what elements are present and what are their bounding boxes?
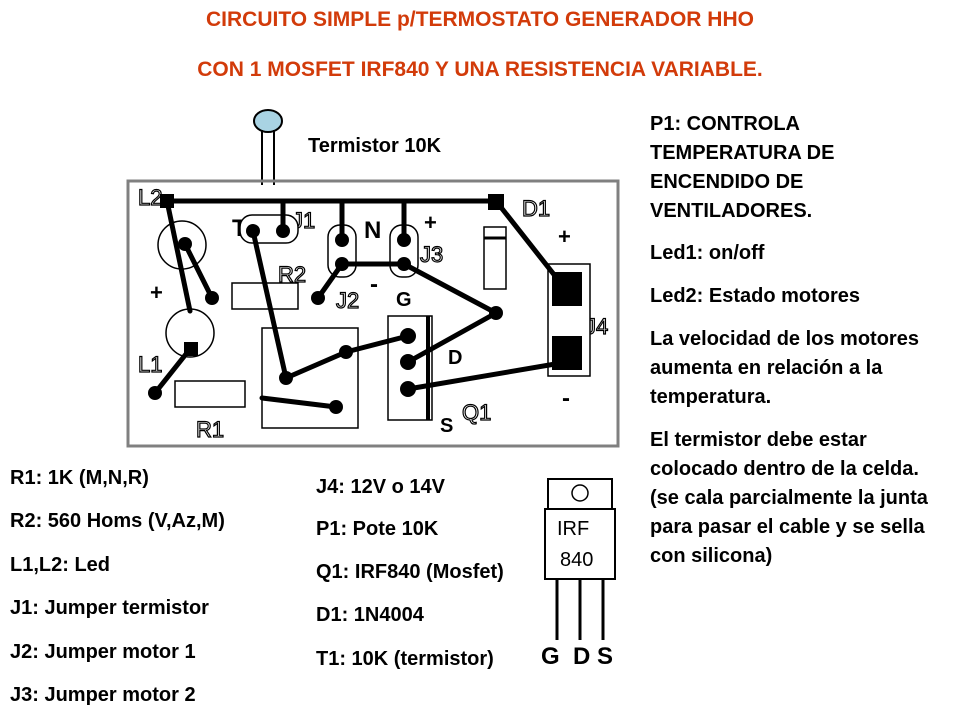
diode-d1: [483, 226, 507, 290]
thermistor-label: Termistor 10K: [308, 135, 442, 157]
part-r1: R1: 1K (M,N,R): [10, 467, 149, 489]
part-leds: L1,L2: Led: [10, 554, 111, 576]
part-r2: R2: 560 Homs (V,Az,M): [10, 510, 225, 532]
label-plus-j3: +: [424, 210, 437, 235]
wire: [405, 310, 499, 365]
wire: [401, 261, 499, 316]
label-minus-j2: -: [370, 271, 378, 298]
package-hole: [571, 484, 589, 502]
package-text-2: 840: [560, 549, 593, 571]
pin-label-g: G: [396, 289, 412, 311]
note-p1: P1: CONTROLA TEMPERATURA DE ENCENDIDO DE…: [650, 113, 835, 222]
package-body: [544, 508, 616, 580]
label-plus-j4: +: [558, 224, 571, 249]
label-minus-j4: -: [562, 385, 570, 412]
label-l1: L1: [138, 352, 162, 377]
part-j3: J3: Jumper motor 2: [10, 684, 196, 706]
part-j2: J2: Jumper motor 1: [10, 641, 196, 663]
wire: [493, 198, 566, 289]
package-text-1: IRF: [557, 518, 589, 540]
part-p1: P1: Pote 10K: [316, 518, 439, 540]
label-q1: Q1: [462, 400, 491, 425]
label-d1: D1: [522, 196, 550, 221]
wire: [283, 333, 411, 381]
pin-label-d: D: [448, 347, 462, 369]
pcb-board: [126, 179, 620, 448]
part-j4: J4: 12V o 14V: [316, 476, 445, 498]
label-j3: J3: [420, 242, 443, 267]
part-q1: Q1: IRF840 (Mosfet): [316, 561, 504, 583]
title-line-1: CIRCUITO SIMPLE p/TERMOSTATO GENERADOR H…: [206, 8, 754, 31]
note-thermistor: El termistor debe estar colocado dentro …: [650, 429, 928, 567]
part-j1: J1: Jumper termistor: [10, 597, 209, 619]
wire: [259, 395, 339, 410]
thermistor-bead: [253, 109, 283, 133]
label-plus-l2: +: [150, 280, 163, 305]
label-l2: L2: [138, 185, 162, 210]
wire: [405, 359, 570, 392]
title-line-2: CON 1 MOSFET IRF840 Y UNA RESISTENCIA VA…: [197, 58, 763, 81]
part-d1: D1: 1N4004: [316, 604, 424, 626]
note-speed: La velocidad de los motores aumenta en r…: [650, 328, 919, 408]
pin-label-s: S: [440, 415, 453, 437]
part-t1: T1: 10K (termistor): [316, 648, 494, 670]
wire: [250, 228, 289, 381]
note-led2: Led2: Estado motores: [650, 285, 861, 307]
label-n: N: [364, 217, 381, 244]
wire: [152, 346, 193, 396]
note-led1: Led1: on/off: [650, 242, 765, 264]
label-j2: J2: [336, 288, 359, 313]
label-r1: R1: [196, 417, 224, 442]
resistor-r1: [174, 380, 246, 408]
wire: [182, 241, 215, 301]
wire: [315, 261, 345, 301]
wire: [164, 198, 193, 314]
package-pins-label: G D S: [541, 643, 613, 670]
